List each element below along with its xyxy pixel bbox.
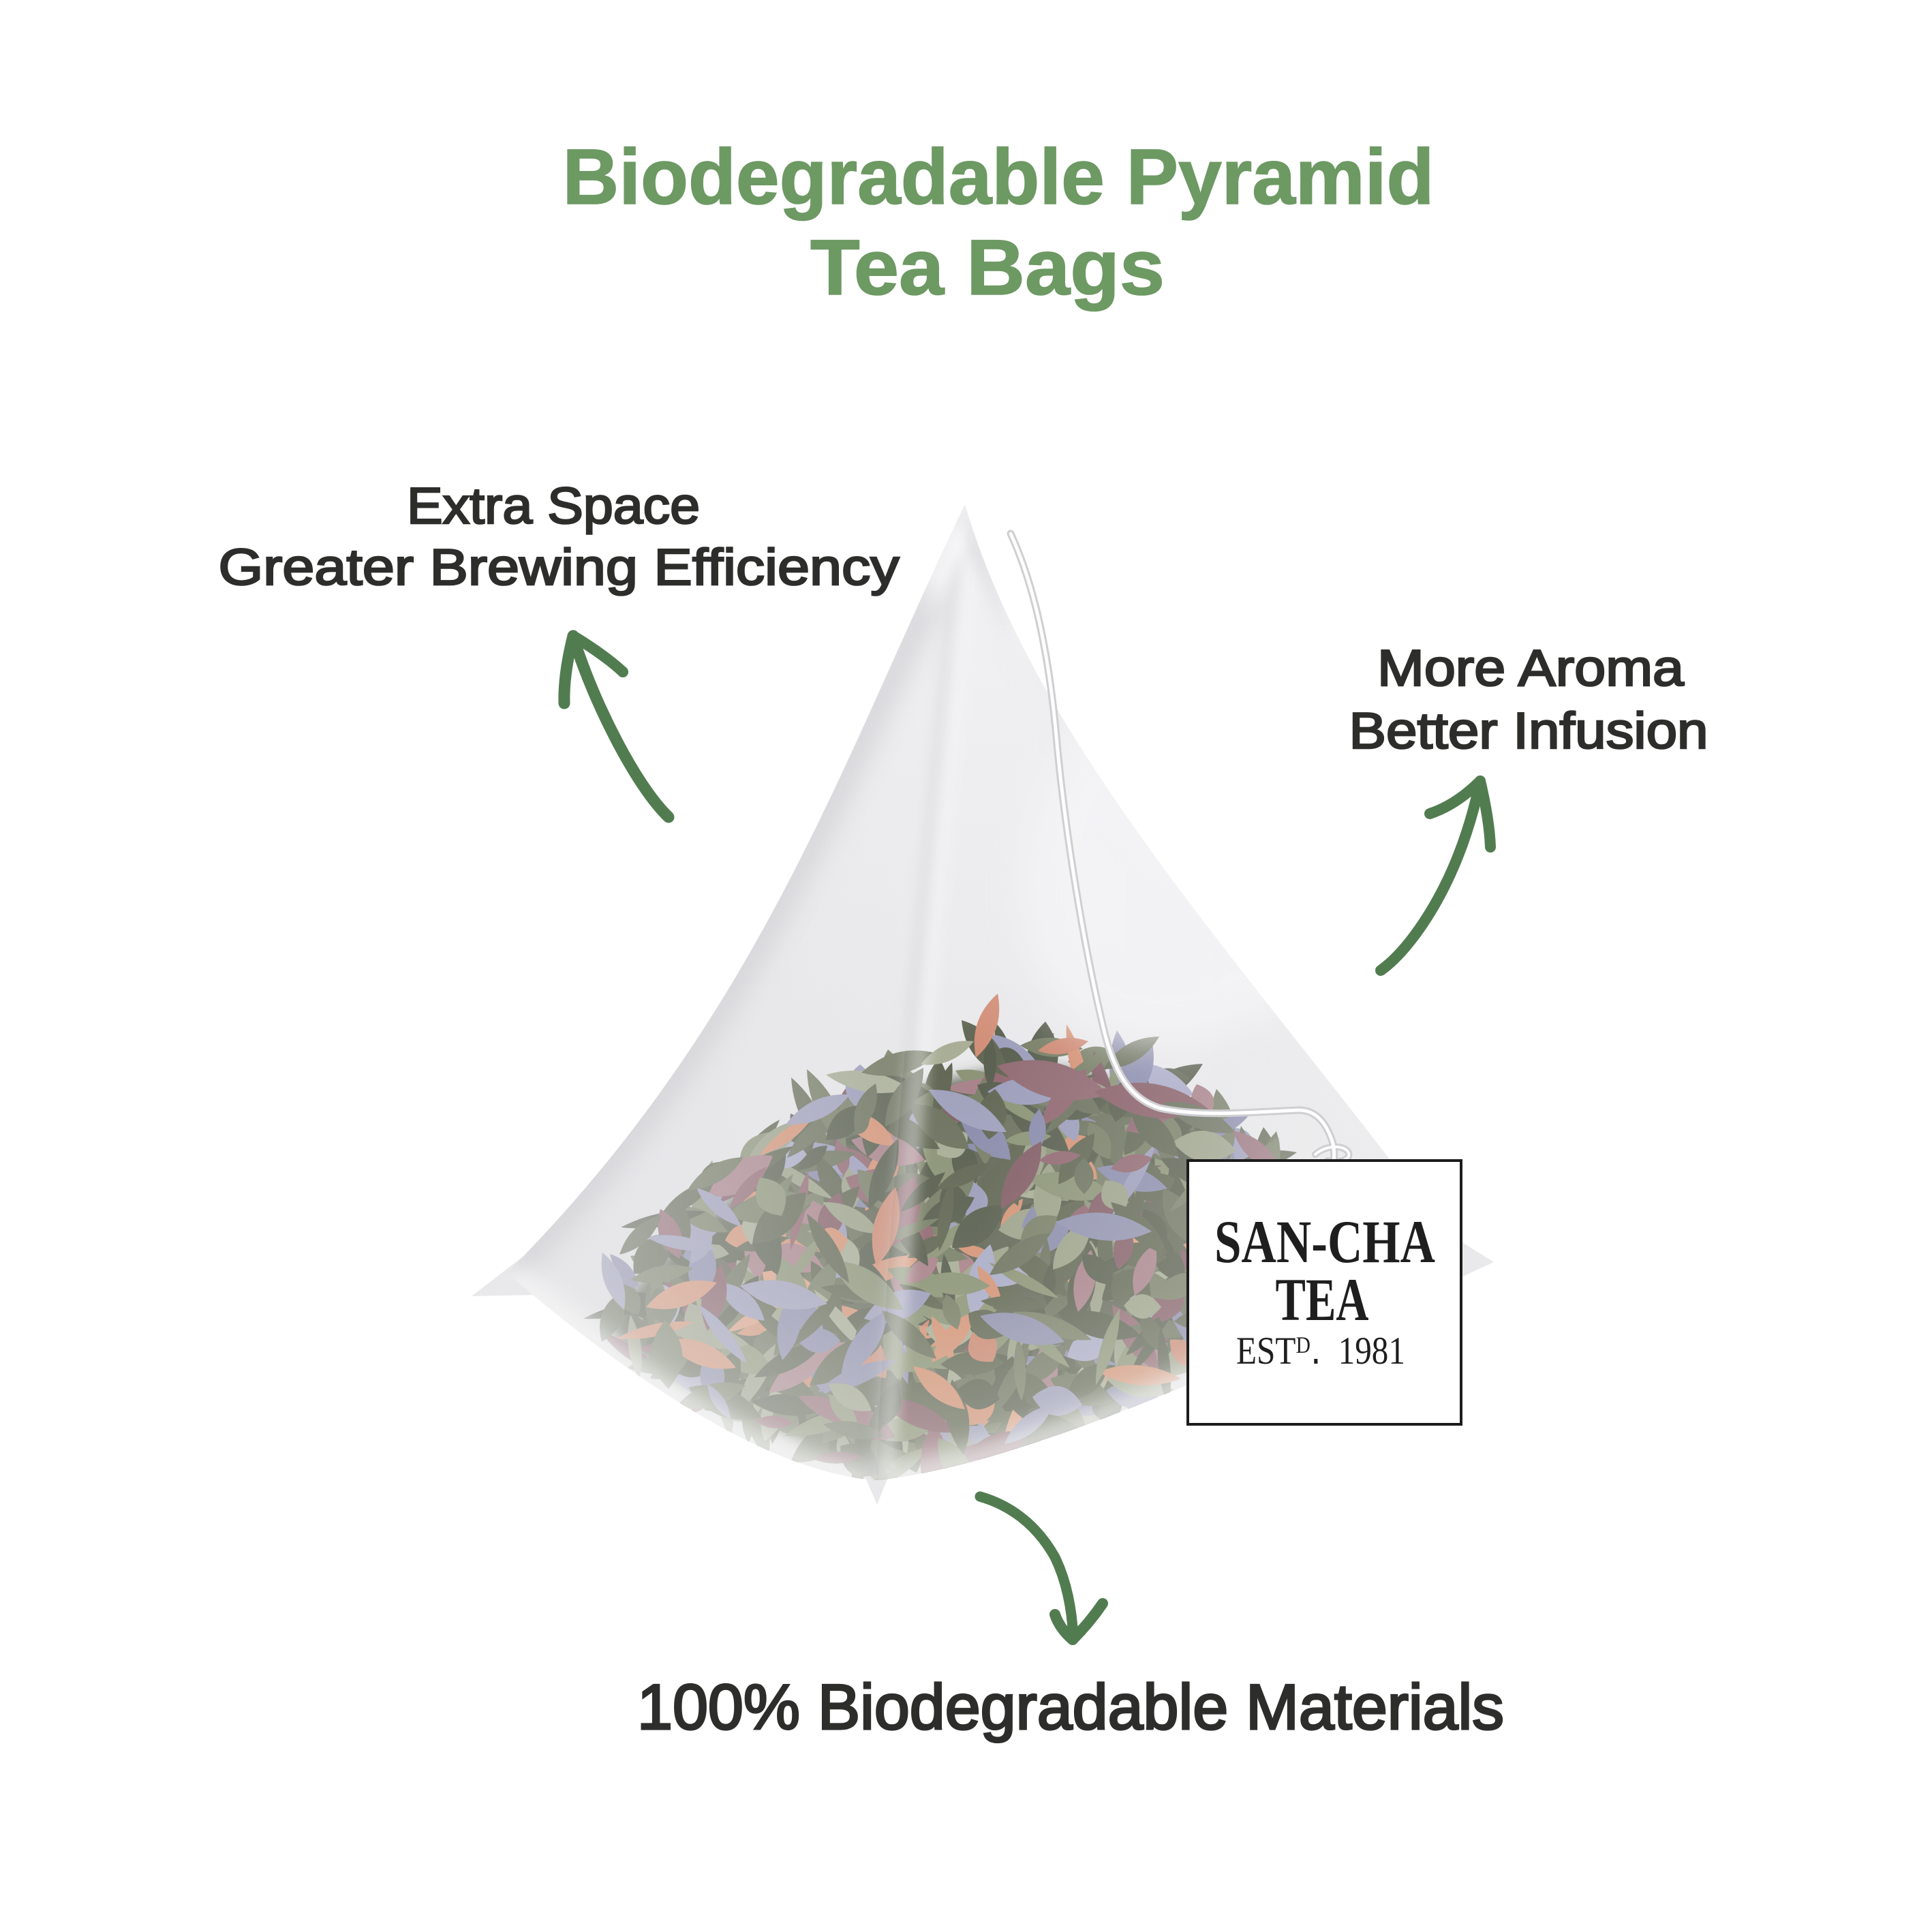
svg-text:TEA: TEA bbox=[1276, 1267, 1369, 1334]
svg-text:SAN-CHA: SAN-CHA bbox=[1214, 1209, 1435, 1276]
svg-text:ESTᴰ․ 1981: ESTᴰ․ 1981 bbox=[1236, 1330, 1405, 1373]
svg-text:100% Biodegradable Materials: 100% Biodegradable Materials bbox=[637, 1671, 1504, 1743]
svg-text:Greater Brewing Efficiency: Greater Brewing Efficiency bbox=[219, 538, 900, 596]
svg-text:Tea Bags: Tea Bags bbox=[810, 224, 1165, 311]
svg-text:More Aroma: More Aroma bbox=[1377, 639, 1684, 696]
svg-text:Better Infusion: Better Infusion bbox=[1349, 702, 1708, 759]
svg-text:Biodegradable Pyramid: Biodegradable Pyramid bbox=[563, 134, 1435, 221]
svg-text:Extra Space: Extra Space bbox=[407, 477, 700, 534]
